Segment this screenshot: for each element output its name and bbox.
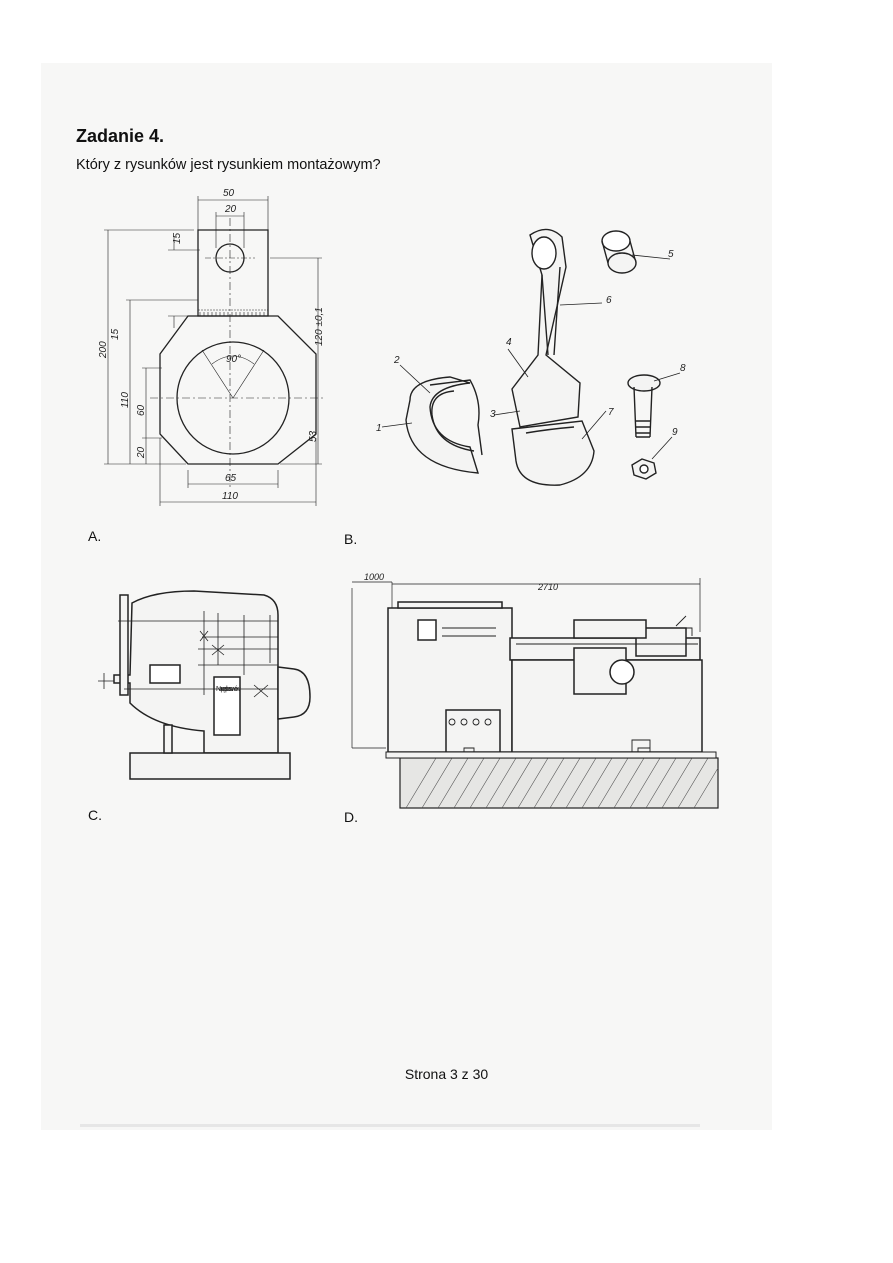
figure-a-letter: A.	[88, 528, 102, 544]
dim-15-top: 15	[172, 232, 183, 244]
task-question: Który z rysunków jest rysunkiem montażow…	[76, 157, 381, 173]
part-label-2: 2	[393, 355, 400, 366]
page-number: Strona 3 z 30	[404, 1066, 489, 1082]
figure-d-letter: D.	[344, 809, 358, 825]
figure-d-lathe: 1000 2710	[351, 572, 719, 809]
dim-1000: 1000	[364, 572, 384, 582]
dim-60: 60	[136, 404, 147, 416]
figure-b-exploded-view: 1 2 3 4 5 6 7 8 9	[376, 228, 686, 486]
dim-50: 50	[223, 188, 235, 199]
part-label-7: 7	[608, 407, 614, 418]
dim-90-deg: 90°	[226, 354, 241, 365]
task-title: Zadanie 4.	[76, 126, 165, 146]
part-label-8: 8	[680, 363, 686, 374]
figure-c-letter: C.	[88, 807, 102, 823]
dim-2710: 2710	[537, 582, 558, 592]
part-label-6: 6	[606, 295, 612, 306]
figure-b-letter: B.	[344, 531, 358, 547]
dim-110-vertical: 110	[120, 392, 131, 408]
dim-120: 120 ±0,1	[314, 307, 325, 346]
part-label-1: 1	[376, 423, 382, 434]
gearbox-label: Napęd posu- wów.	[216, 686, 242, 693]
scan-artifact-line	[80, 1124, 700, 1127]
part-label-5: 5	[668, 249, 674, 260]
dim-110-horizontal: 110	[222, 491, 238, 502]
part-label-3: 3	[490, 409, 496, 420]
dim-15-mid: 15	[110, 328, 121, 340]
part-label-9: 9	[672, 427, 678, 438]
dim-65: 65	[225, 473, 237, 484]
dim-53: 53	[308, 430, 319, 442]
dim-200: 200	[98, 341, 109, 359]
figure-c-gearbox-section: Napęd posu- wów.	[98, 590, 311, 780]
dim-20: 20	[224, 204, 237, 215]
dim-20-bottom: 20	[136, 446, 147, 459]
figure-a-part-drawing: 50 20 15 15 200 110 60 20 120 ±0,1 53 90…	[98, 188, 326, 506]
part-label-4: 4	[506, 337, 512, 348]
